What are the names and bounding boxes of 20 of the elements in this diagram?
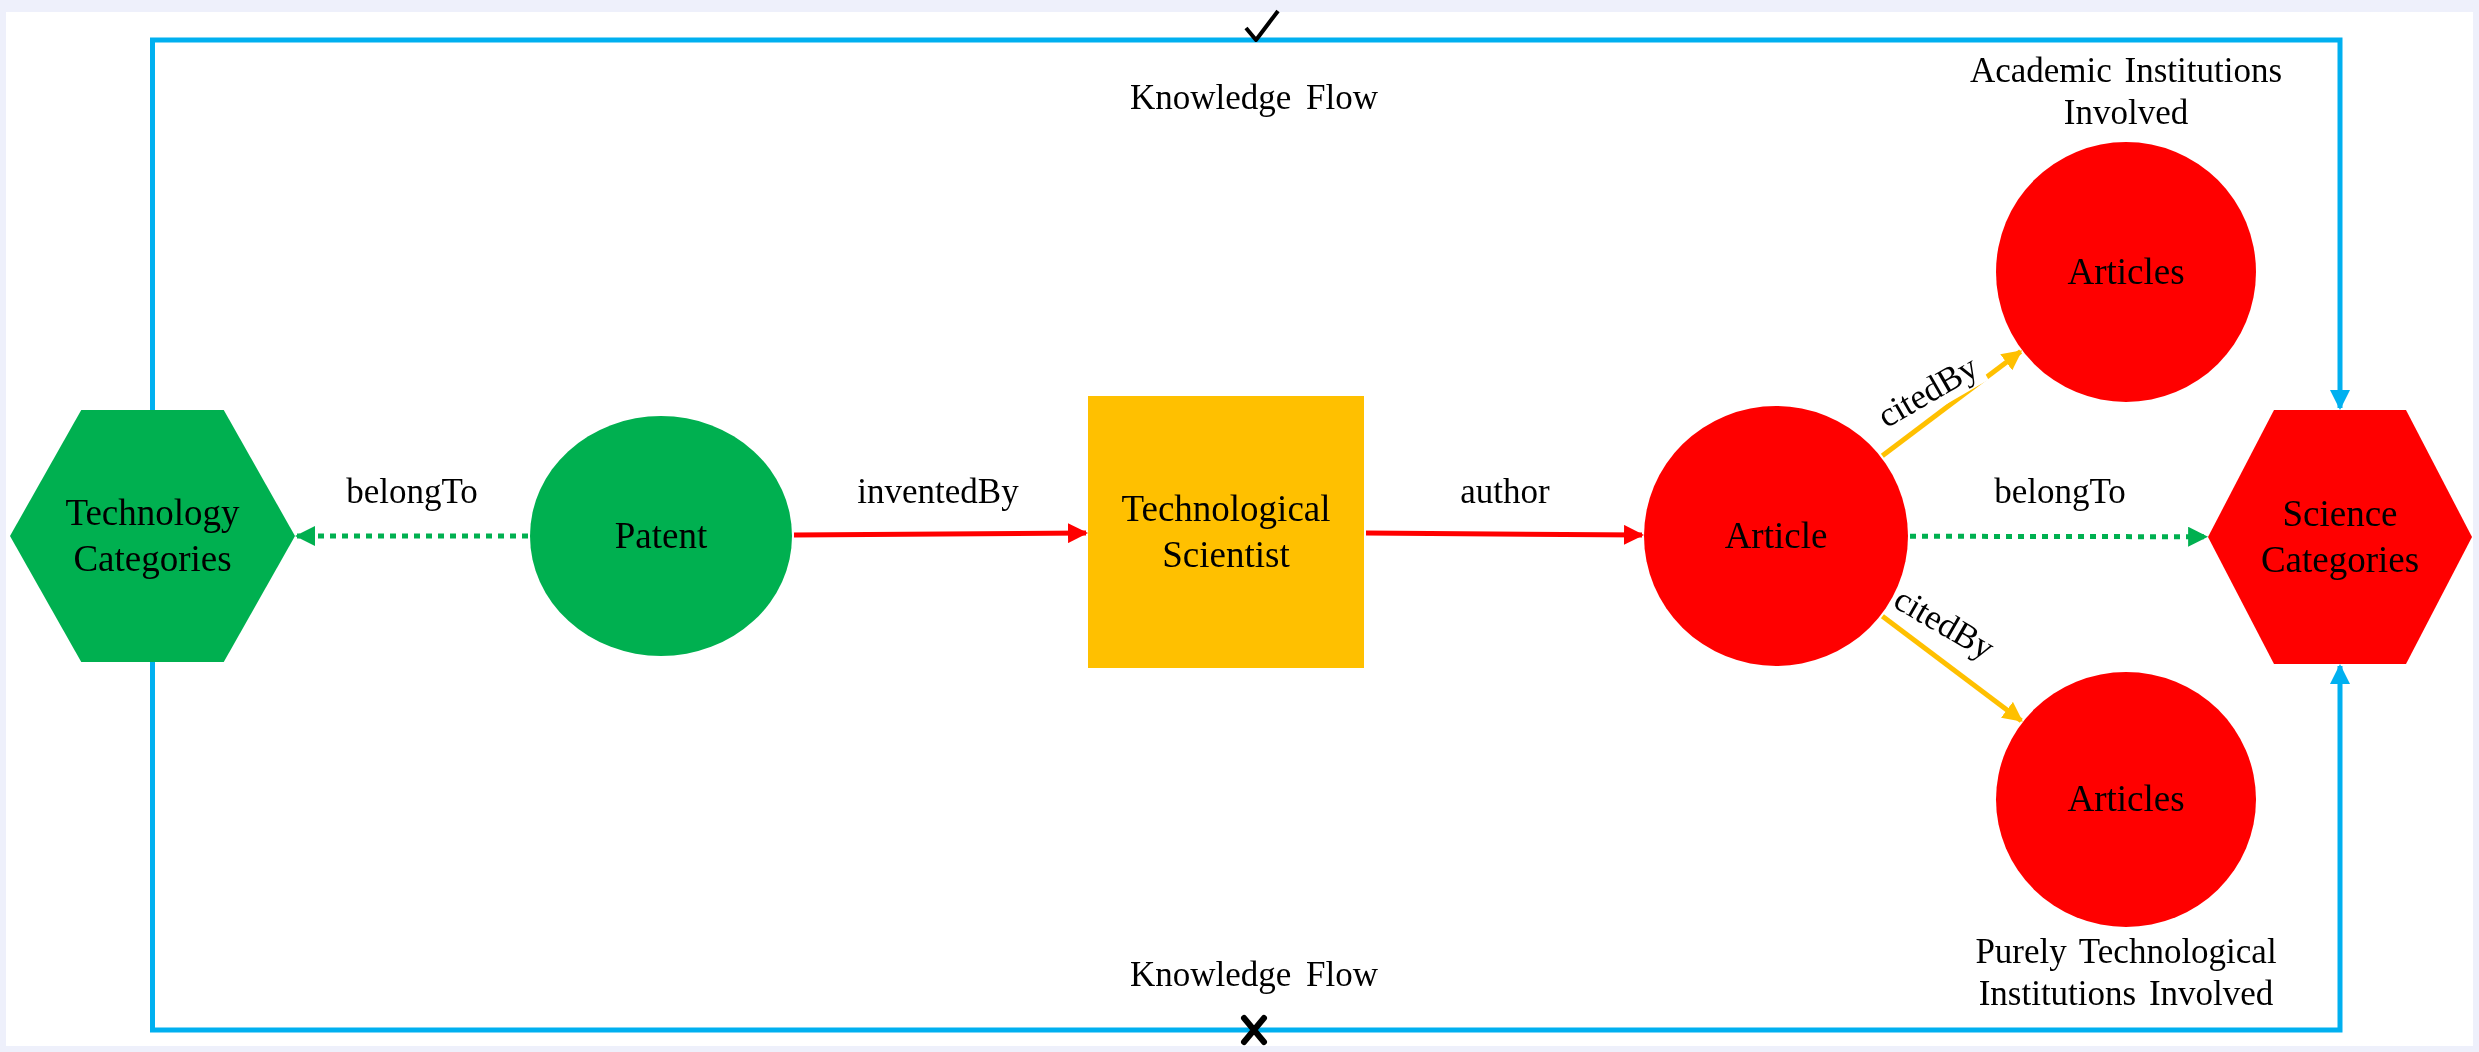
arrow	[1366, 524, 1644, 545]
arrow	[150, 662, 2350, 1033]
arrow	[1880, 614, 2023, 723]
node-label: Patent	[614, 513, 708, 558]
dotted-arrow	[1910, 526, 2209, 547]
dotted-arrow	[295, 526, 528, 546]
hexagon-node	[10, 410, 295, 662]
node-label: Articles	[2067, 777, 2185, 822]
square-node	[1088, 396, 1364, 668]
node-caption: Academic Institutions Involved	[1968, 50, 2284, 134]
node-label: Science Categories	[2259, 491, 2421, 582]
node-label: Articles	[2067, 249, 2185, 294]
node-label: Technology Categories	[64, 490, 241, 581]
arrow	[1880, 349, 2023, 458]
node-caption: Purely Technological Institutions Involved	[1974, 931, 2278, 1015]
node-label: Article	[1724, 513, 1828, 558]
arrow	[150, 37, 2350, 410]
arrow	[794, 523, 1088, 544]
hexagon-node	[2208, 410, 2472, 664]
node-label: Technological Scientist	[1120, 486, 1332, 577]
